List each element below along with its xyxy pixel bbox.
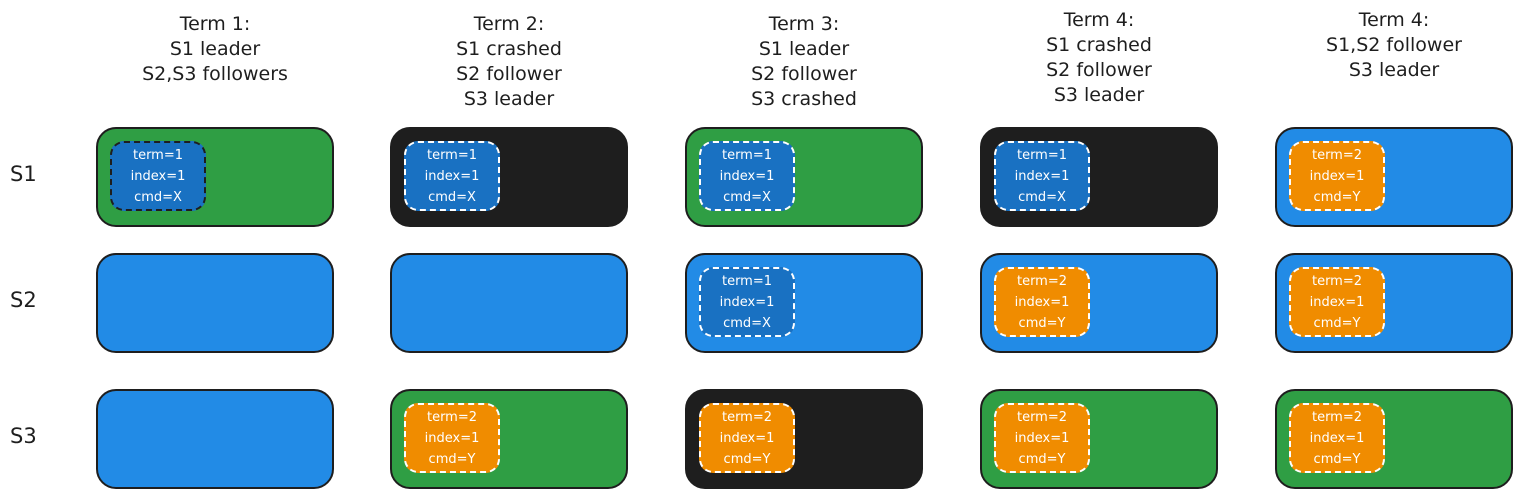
server-label-s2: S2 (10, 288, 37, 312)
term-header: Term 4: S1 crashed S2 follower S3 leader (1046, 9, 1152, 106)
server-state-box-follower: term=2 index=1 cmd=Y (1275, 127, 1513, 227)
term-header: Term 4: S1,S2 follower S3 leader (1326, 9, 1462, 81)
server-state-box-follower (390, 253, 628, 353)
log-entry-index: index=1 (719, 169, 775, 184)
server-state-box-crashed: term=2 index=1 cmd=Y (685, 389, 923, 489)
log-entry-cmd: cmd=Y (723, 452, 771, 467)
server-state-box-follower: term=1 index=1 cmd=X (685, 253, 923, 353)
log-entry: term=2 index=1 cmd=Y (994, 267, 1090, 337)
server-state-box-crashed: term=1 index=1 cmd=X (980, 127, 1218, 227)
server-state-box-leader: term=1 index=1 cmd=X (96, 127, 334, 227)
server-state-box-follower: term=2 index=1 cmd=Y (1275, 253, 1513, 353)
log-entry-term: term=2 (1016, 274, 1068, 289)
log-entry-term: term=1 (426, 148, 478, 163)
log-entry-cmd: cmd=X (723, 316, 771, 331)
log-entry-cmd: cmd=X (134, 190, 182, 205)
log-entry: term=2 index=1 cmd=Y (994, 403, 1090, 473)
log-entry-cmd: cmd=Y (1313, 190, 1361, 205)
log-entry-term: term=1 (132, 148, 184, 163)
log-entry-index: index=1 (424, 431, 480, 446)
log-entry-term: term=1 (1016, 148, 1068, 163)
log-entry: term=2 index=1 cmd=Y (1289, 141, 1385, 211)
log-entry: term=2 index=1 cmd=Y (404, 403, 500, 473)
log-entry-cmd: cmd=Y (428, 452, 476, 467)
server-state-box-follower (96, 253, 334, 353)
server-state-box-leader: term=2 index=1 cmd=Y (980, 389, 1218, 489)
term-header: Term 1: S1 leader S2,S3 followers (142, 13, 288, 85)
log-entry-term: term=1 (721, 148, 773, 163)
log-entry-cmd: cmd=X (723, 190, 771, 205)
log-entry-cmd: cmd=Y (1018, 316, 1066, 331)
log-entry: term=1 index=1 cmd=X (699, 267, 795, 337)
server-state-box-crashed: term=1 index=1 cmd=X (390, 127, 628, 227)
log-entry: term=2 index=1 cmd=Y (1289, 403, 1385, 473)
log-entry-cmd: cmd=X (1018, 190, 1066, 205)
log-entry: term=1 index=1 cmd=X (404, 141, 500, 211)
server-state-box-follower: term=2 index=1 cmd=Y (980, 253, 1218, 353)
log-entry-index: index=1 (1309, 169, 1365, 184)
server-state-box-leader: term=2 index=1 cmd=Y (390, 389, 628, 489)
term-header: Term 2: S1 crashed S2 follower S3 leader (456, 13, 562, 110)
log-entry-cmd: cmd=Y (1018, 452, 1066, 467)
log-entry-term: term=1 (721, 274, 773, 289)
log-entry-index: index=1 (719, 431, 775, 446)
log-entry-index: index=1 (1309, 431, 1365, 446)
server-label-s3: S3 (10, 424, 37, 448)
server-label-s1: S1 (10, 162, 37, 186)
log-entry-term: term=2 (1311, 274, 1363, 289)
server-state-box-leader: term=2 index=1 cmd=Y (1275, 389, 1513, 489)
log-entry-term: term=2 (721, 410, 773, 425)
server-state-box-leader: term=1 index=1 cmd=X (685, 127, 923, 227)
log-entry-cmd: cmd=Y (1313, 316, 1361, 331)
log-entry-index: index=1 (1309, 295, 1365, 310)
term-header: Term 3: S1 leader S2 follower S3 crashed (751, 13, 857, 110)
log-entry-index: index=1 (1014, 169, 1070, 184)
log-entry-index: index=1 (1014, 431, 1070, 446)
log-entry: term=1 index=1 cmd=X (110, 141, 206, 211)
log-entry-index: index=1 (130, 169, 186, 184)
log-entry: term=1 index=1 cmd=X (699, 141, 795, 211)
log-entry-cmd: cmd=Y (1313, 452, 1361, 467)
log-entry-term: term=2 (1016, 410, 1068, 425)
log-entry-index: index=1 (1014, 295, 1070, 310)
log-entry: term=2 index=1 cmd=Y (699, 403, 795, 473)
log-entry-index: index=1 (719, 295, 775, 310)
server-state-box-follower (96, 389, 334, 489)
log-entry-cmd: cmd=X (428, 190, 476, 205)
log-entry-term: term=2 (426, 410, 478, 425)
log-entry: term=2 index=1 cmd=Y (1289, 267, 1385, 337)
log-entry-term: term=2 (1311, 148, 1363, 163)
log-entry: term=1 index=1 cmd=X (994, 141, 1090, 211)
log-entry-index: index=1 (424, 169, 480, 184)
log-entry-term: term=2 (1311, 410, 1363, 425)
